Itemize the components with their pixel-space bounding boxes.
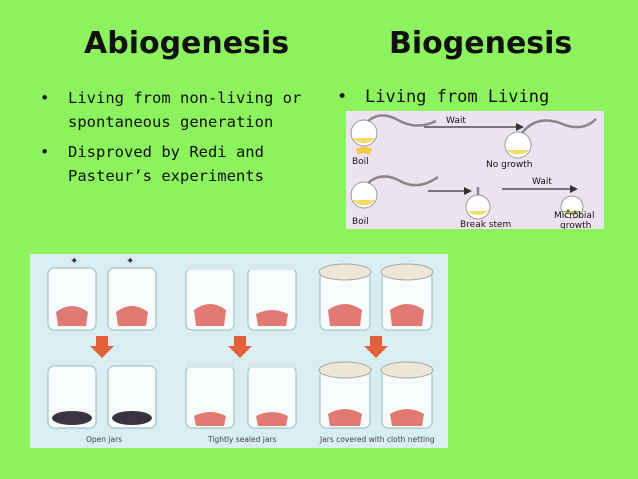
- open-jars-caption: Open jars: [86, 435, 122, 444]
- biogenesis-heading: Biogenesis: [389, 26, 573, 61]
- netted-jar-bottom-2: [380, 361, 434, 429]
- boil-label-1: Boil: [352, 157, 369, 167]
- netting-jars-caption: Jars covered with cloth netting: [319, 435, 435, 444]
- open-jar-top-1: ✦: [47, 256, 97, 331]
- bullet-dot-icon: •: [40, 89, 50, 107]
- bullet-dot-icon: •: [40, 143, 50, 161]
- wait-arrow-2: [502, 185, 578, 193]
- biogenesis-bullet-list: • Living from Living: [337, 85, 627, 115]
- redi-diagram: ✦ ✦: [47, 256, 435, 444]
- pasteur-diagram: Boil Wait No growth Boil: [350, 114, 597, 229]
- microbial-label-1: Microbial: [554, 211, 594, 221]
- bullet-text: Disproved by Redi and Pasteur’s experime…: [68, 143, 264, 185]
- abiogenesis-bullet-list: • Living from non-living or spontaneous g…: [40, 86, 310, 194]
- no-growth-label: No growth: [486, 160, 532, 170]
- down-arrow-netting: [364, 336, 388, 358]
- break-stem-label: Break stem: [460, 220, 511, 229]
- sealed-jar-bottom-2: [247, 362, 297, 429]
- svg-text:✦: ✦: [70, 256, 78, 267]
- bullet-item: • Living from Living: [337, 85, 627, 109]
- no-growth-flask: [504, 118, 597, 159]
- boil-label-2: Boil: [352, 217, 369, 227]
- bullet-dot-icon: •: [337, 87, 348, 107]
- sealed-jar-top-1: [185, 264, 235, 331]
- redi-experiment-figure: ✦ ✦: [30, 254, 448, 448]
- boil-flask-2: [350, 175, 439, 209]
- bullet-item: • Disproved by Redi and Pasteur’s experim…: [40, 140, 310, 188]
- wait-arrow-1: [424, 123, 524, 131]
- boil-flask-1: [350, 114, 437, 155]
- break-stem-arrow: [428, 187, 472, 195]
- open-jar-bottom-1: [47, 365, 97, 429]
- netted-jar-top-1: [318, 263, 372, 331]
- bullet-text: Living from Living: [365, 87, 550, 107]
- svg-text:✦: ✦: [126, 256, 134, 267]
- sealed-jar-bottom-1: [185, 362, 235, 429]
- netted-jar-bottom-1: [318, 361, 372, 429]
- down-arrow-sealed: [228, 336, 252, 358]
- bullet-item: • Living from non-living or spontaneous g…: [40, 86, 310, 134]
- bullet-text: Living from non-living or spontaneous ge…: [68, 89, 302, 131]
- sealed-jars-caption: Tightly sealed jars: [207, 435, 277, 444]
- pasteur-experiment-figure: Boil Wait No growth Boil: [346, 111, 604, 229]
- abiogenesis-heading: Abiogenesis: [84, 26, 290, 61]
- broken-stem-flask: [465, 187, 491, 220]
- open-jar-top-2: ✦: [107, 256, 157, 331]
- open-jar-bottom-2: [107, 365, 157, 429]
- wait-label-2: Wait: [532, 177, 552, 187]
- microbial-growth-flask: [560, 195, 584, 219]
- sealed-jar-top-2: [247, 264, 297, 331]
- down-arrow-open: [90, 336, 114, 358]
- netted-jar-top-2: [380, 263, 434, 331]
- wait-label-1: Wait: [446, 116, 466, 126]
- microbial-label-2: growth: [560, 221, 591, 229]
